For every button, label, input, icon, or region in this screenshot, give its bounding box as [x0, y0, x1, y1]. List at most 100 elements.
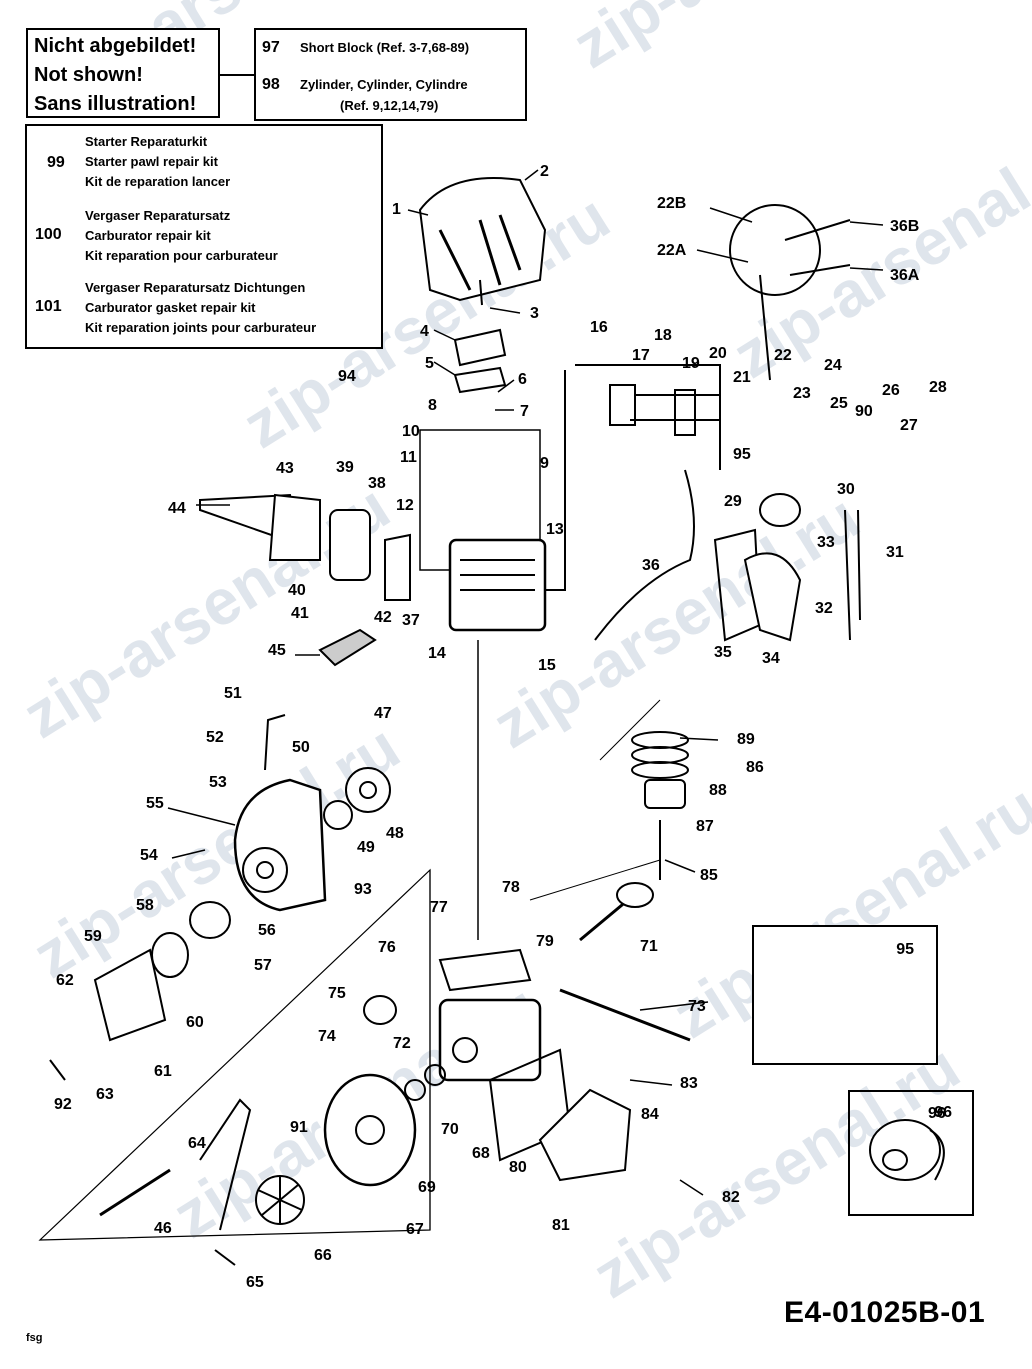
part-label-22: 22	[774, 347, 792, 364]
part-label-61: 61	[154, 1063, 172, 1080]
part-label-14: 14	[428, 645, 446, 662]
part-label-33: 33	[817, 534, 835, 551]
part-label-12: 12	[396, 497, 414, 514]
part-label-74: 74	[318, 1028, 336, 1045]
not-shown-fr: Sans illustration!	[34, 93, 197, 115]
ref-98-refs: (Ref. 9,12,14,79)	[340, 98, 439, 113]
part-label-66: 66	[314, 1247, 332, 1264]
part-label-75: 75	[328, 985, 346, 1002]
part-label-58: 58	[136, 897, 154, 914]
part-label-22a: 22A	[657, 242, 687, 259]
part-label-89: 89	[737, 731, 755, 748]
part-label-9: 9	[540, 455, 549, 472]
inset-label: 96	[934, 1104, 952, 1121]
part-label-72: 72	[393, 1035, 411, 1052]
part-label-28: 28	[929, 379, 947, 396]
part-label-88: 88	[709, 782, 727, 799]
part-label-27: 27	[900, 417, 918, 434]
part-label-78: 78	[502, 879, 520, 896]
part-label-90: 90	[855, 403, 873, 420]
part-label-77: 77	[430, 899, 448, 916]
part-label-73: 73	[688, 998, 706, 1015]
part-label-84: 84	[641, 1106, 659, 1123]
part-label-50: 50	[292, 739, 310, 756]
part-label-70: 70	[441, 1121, 459, 1138]
ref-number: 98	[262, 76, 280, 93]
part-label-62: 62	[56, 972, 74, 989]
part-label-41: 41	[291, 605, 309, 622]
part-label-13: 13	[546, 521, 564, 538]
part-label-82: 82	[722, 1189, 740, 1206]
part-label-48: 48	[386, 825, 404, 842]
part-label-10: 10	[402, 423, 420, 440]
part-label-47: 47	[374, 705, 392, 722]
part-label-2: 2	[540, 163, 549, 180]
drawing-code: E4-01025B-01	[784, 1296, 986, 1329]
part-label-68: 68	[472, 1145, 490, 1162]
part-label-16: 16	[590, 319, 608, 336]
part-label-91: 91	[290, 1119, 308, 1136]
part-label-36a: 36A	[890, 267, 920, 284]
part-label-79: 79	[536, 933, 554, 950]
kit-line: Starter Reparaturkit	[85, 134, 208, 149]
part-label-23: 23	[793, 385, 811, 402]
ref-98: 98 Zylinder, Cylinder, Cylindre	[262, 76, 468, 94]
part-label-44: 44	[168, 500, 186, 517]
part-label-80: 80	[509, 1159, 527, 1176]
part-label-40: 40	[288, 582, 306, 599]
part-label-42: 42	[374, 609, 392, 626]
part-label-21: 21	[733, 369, 751, 386]
part-label-95: 95	[733, 446, 751, 463]
part-label-22b: 22B	[657, 195, 686, 212]
part-label-8: 8	[428, 397, 437, 414]
part-label-38: 38	[368, 475, 386, 492]
part-label-37: 37	[402, 612, 420, 629]
part-label-26: 26	[882, 382, 900, 399]
kit-line: Kit de reparation lancer	[85, 174, 231, 189]
part-label-69: 69	[418, 1179, 436, 1196]
footer-initials: fsg	[26, 1332, 43, 1344]
kit-line: Carburator gasket repair kit	[85, 300, 256, 315]
inset-label: 95	[896, 941, 914, 958]
part-label-63: 63	[96, 1086, 114, 1103]
part-label-43: 43	[276, 460, 294, 477]
part-label-32: 32	[815, 600, 833, 617]
part-label-71: 71	[640, 938, 658, 955]
part-label-55: 55	[146, 795, 164, 812]
part-label-64: 64	[188, 1135, 206, 1152]
ref-number: 97	[262, 39, 280, 56]
kit-number: 101	[35, 298, 62, 315]
kit-line: Kit reparation joints pour carburateur	[85, 320, 317, 335]
part-label-53: 53	[209, 774, 227, 791]
part-label-46: 46	[154, 1220, 172, 1237]
part-label-34: 34	[762, 650, 780, 667]
part-label-39: 39	[336, 459, 354, 476]
part-label-36: 36	[642, 557, 660, 574]
inset-clip-95: 95	[752, 925, 938, 1065]
part-label-86: 86	[746, 759, 764, 776]
part-label-6: 6	[518, 371, 527, 388]
part-label-87: 87	[696, 818, 714, 835]
ref-text: Zylinder, Cylinder, Cylindre	[300, 77, 468, 92]
part-label-83: 83	[680, 1075, 698, 1092]
part-label-19: 19	[682, 355, 700, 372]
part-label-94: 94	[338, 368, 356, 385]
kit-line: Carburator repair kit	[85, 228, 211, 243]
part-label-81: 81	[552, 1217, 570, 1234]
part-label-85: 85	[700, 867, 718, 884]
part-label-76: 76	[378, 939, 396, 956]
repair-kits-box: 99 Starter Reparaturkit Starter pawl rep…	[25, 124, 383, 349]
part-label-15: 15	[538, 657, 556, 674]
inset-drum-96: 96	[848, 1090, 974, 1216]
part-label-92: 92	[54, 1096, 72, 1113]
part-label-3: 3	[530, 305, 539, 322]
part-label-7: 7	[520, 403, 529, 420]
part-label-11: 11	[400, 449, 417, 466]
kit-line: Starter pawl repair kit	[85, 154, 218, 169]
part-label-65: 65	[246, 1274, 264, 1291]
part-label-36b: 36B	[890, 218, 919, 235]
kit-line: Vergaser Reparatursatz Dichtungen	[85, 280, 306, 295]
part-label-17: 17	[632, 347, 650, 364]
part-label-60: 60	[186, 1014, 204, 1031]
